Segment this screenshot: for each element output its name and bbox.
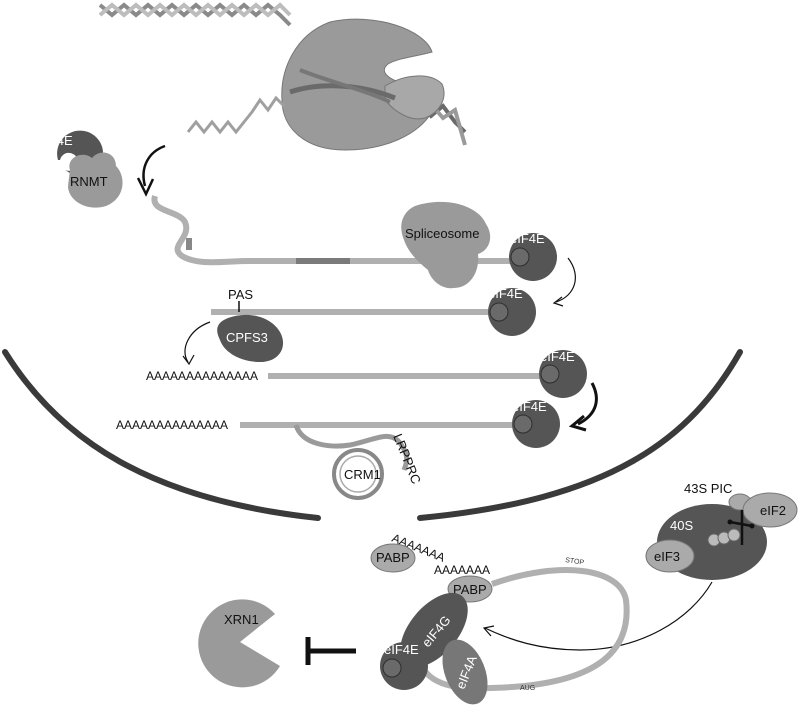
trna-marker <box>729 510 753 545</box>
pre-mrna-strand <box>151 195 515 266</box>
arrow-step-1 <box>555 257 576 303</box>
eif4e-label-3: eIF4E <box>540 349 575 364</box>
intron-segment <box>186 238 192 250</box>
crm1: CRM1 <box>332 448 384 500</box>
polya-tail-b: AAAAAAA <box>434 563 490 577</box>
pabp-label-1: PABP <box>376 550 410 565</box>
s40-label: 40S <box>670 518 693 533</box>
arrow-step-2 <box>184 321 211 363</box>
eif4e-cap-5: eIF4E <box>380 642 428 690</box>
eif2-label: eIF2 <box>760 503 786 518</box>
xrn1: XRN1 <box>198 599 280 688</box>
rna-polymerase <box>281 18 445 151</box>
capping-arrowhead <box>136 177 155 197</box>
eif4e-label-1: eIF4E <box>510 231 545 246</box>
eif4e-label-5: eIF4E <box>384 642 419 657</box>
eif4e-cap-1: eIF4E <box>509 231 557 281</box>
eif4e-cap-4: eIF4E <box>512 399 560 448</box>
eif4e-cap-3: eIF4E <box>539 349 587 398</box>
pic-43s-label: 43S PIC <box>684 481 732 496</box>
eif4e-cap-2: eIF4E <box>488 286 536 336</box>
eif4e-rnmt-complex: eIF4E RNMT <box>38 130 123 208</box>
export-arrow <box>577 382 598 426</box>
pic-43s: 40S eIF2 eIF3 <box>645 492 798 580</box>
polya-label-2: AAAAAAAAAAAAAA <box>116 418 228 432</box>
capping-arrow <box>142 144 166 187</box>
aug-codon-label: AUG <box>520 685 535 692</box>
pabp-1: PABP <box>370 543 416 573</box>
rnmt-label: RNMT <box>70 174 108 189</box>
recruitment-arrow <box>484 581 713 651</box>
crm1-label: CRM1 <box>344 467 381 482</box>
arrow-step-2-head <box>182 354 195 366</box>
polya-label-1: AAAAAAAAAAAAAA <box>146 369 258 383</box>
pas-label: PAS <box>228 287 253 302</box>
xrn1-label: XRN1 <box>224 612 259 627</box>
nascent-rna <box>186 95 286 135</box>
eif3-label: eIF3 <box>654 549 680 564</box>
spliceosome-label: Spliceosome <box>405 226 479 241</box>
lrpprc-label: LRPPRC <box>390 432 424 487</box>
spliceosome: Spliceosome <box>401 201 491 289</box>
exon-segment <box>296 258 350 264</box>
eif4e-label-4: eIF4E <box>512 399 547 414</box>
eif4a: eIF4A <box>442 639 488 705</box>
arrow-step-1-head <box>552 296 564 307</box>
lrpprc-loop <box>293 424 410 471</box>
pabp-label-2: PABP <box>453 582 487 597</box>
cpfs3: CPFS3 <box>217 314 284 362</box>
export-arrowhead <box>568 414 587 432</box>
stop-codon-label: STOP <box>565 557 585 567</box>
eif4e-label-top: eIF4E <box>38 133 73 148</box>
nuclear-envelope-left <box>2 349 321 521</box>
closed-loop-mrna <box>416 567 630 692</box>
cpfs3-label: CPFS3 <box>226 330 268 345</box>
recruitment-arrowhead <box>482 625 495 637</box>
nuclear-envelope-right <box>417 349 743 521</box>
eif4e-label-2: eIF4E <box>488 286 523 301</box>
inhibition-bar <box>305 637 356 665</box>
